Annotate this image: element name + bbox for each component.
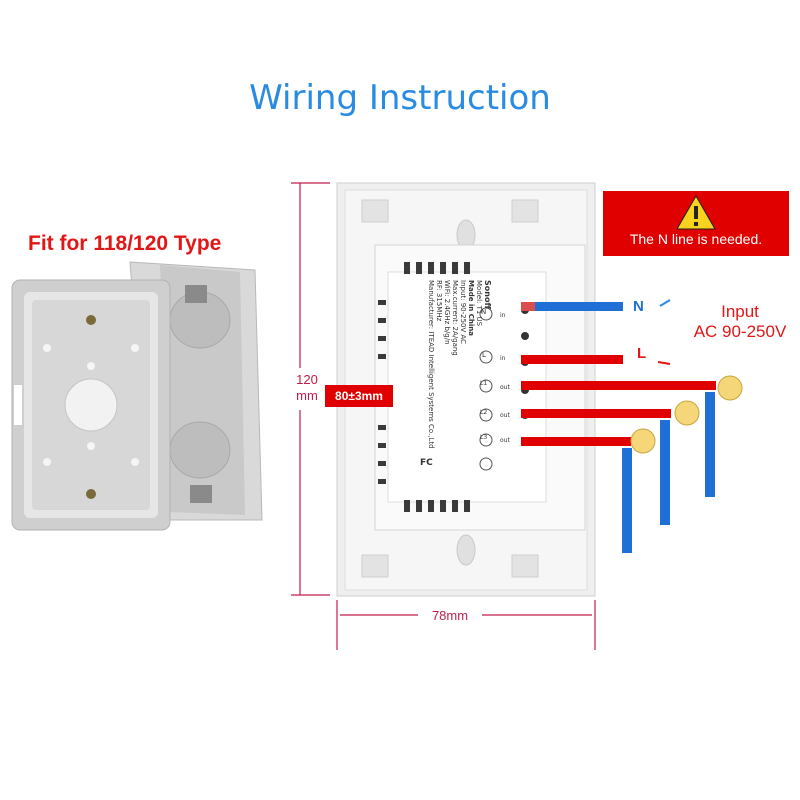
- wire-out-3: [521, 437, 632, 553]
- fcc-mark: FC: [420, 458, 433, 468]
- terminal-l1-label: L1: [480, 380, 488, 387]
- module-input: Input: 90-250V AC: [459, 280, 467, 345]
- line-label: L: [637, 345, 647, 362]
- terminal-in-n: in: [500, 312, 506, 319]
- arrow-icon: [657, 299, 671, 365]
- terminal-l3-label: L3: [480, 434, 488, 441]
- page-title: Wiring Instruction: [249, 78, 551, 118]
- bulb-icon: [630, 375, 743, 454]
- dimension-width-label: 78mm: [431, 608, 469, 623]
- warning-text: The N line is needed.: [629, 231, 763, 247]
- terminal-out-1: out: [500, 384, 510, 391]
- input-label: Input AC 90-250V: [680, 302, 800, 342]
- dimension-height-value: 120 mm: [296, 372, 318, 403]
- module-vents: [378, 262, 470, 512]
- terminal-out-2: out: [500, 412, 510, 419]
- module-wifi: WiFi: 2.4GHz b/g/n: [443, 280, 451, 345]
- module-rf: RF: 315MHz: [435, 280, 443, 322]
- terminal-n-label: N: [481, 308, 487, 316]
- terminal-l-label: L: [482, 351, 486, 359]
- wire-neutral: [521, 302, 623, 311]
- junction-box-front: [11, 279, 171, 531]
- dimension-inner-label: 80±3mm: [325, 385, 393, 407]
- wire-out-2: [521, 409, 671, 525]
- module-max-current: Max.current: 2A/gang: [451, 280, 459, 356]
- terminal-out-3: out: [500, 437, 510, 444]
- module-label-block: Sonoff Model: T1 US Made in China Input:…: [392, 280, 492, 500]
- terminal-in-l: in: [500, 355, 506, 362]
- terminal-screws: [479, 307, 493, 471]
- wire-out-1: [521, 381, 716, 497]
- input-label-line2: AC 90-250V: [693, 322, 787, 341]
- neutral-label: N: [633, 298, 644, 315]
- fit-type-label: Fit for 118/120 Type: [28, 232, 222, 255]
- terminal-l2-label: L2: [480, 409, 488, 416]
- warning-triangle-icon: [677, 195, 716, 230]
- input-label-line1: Input: [721, 302, 759, 321]
- wire-line: [521, 355, 623, 364]
- module-made-in: Made in China: [467, 280, 475, 336]
- dimension-height-label: 120 mm: [287, 372, 327, 404]
